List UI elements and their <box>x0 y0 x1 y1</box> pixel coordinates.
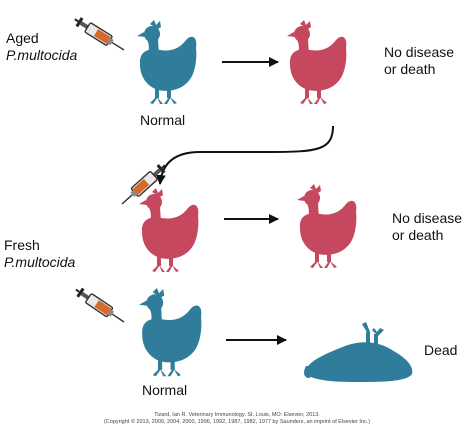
syringe-icon <box>71 284 129 328</box>
aged-label-line1: Aged <box>6 30 39 46</box>
chicken-icon <box>139 288 202 377</box>
aged-label: Aged P.multocida <box>6 30 77 64</box>
outcome-label-dead: Dead <box>424 342 458 358</box>
outcome-label-top-line1: No disease <box>384 44 455 60</box>
normal-label-top: Normal <box>140 112 186 128</box>
fresh-label-line1: Fresh <box>4 237 40 253</box>
syringe-icon <box>70 13 128 56</box>
fresh-label-organism: P.multocida <box>4 254 76 270</box>
normal-label-bottom: Normal <box>142 382 188 398</box>
citation-line2: (Copyright © 2013, 2009, 2004, 2000, 199… <box>103 418 371 425</box>
citation-line1: Tizard, Ian R. Veterinary Immunology. St… <box>154 412 320 418</box>
citation-footer: Tizard, Ian R. Veterinary Immunology. St… <box>0 412 474 425</box>
aged-label-organism: P.multocida <box>6 47 78 63</box>
outcome-label-middle-line2: or death <box>392 227 444 243</box>
dead-chicken-icon <box>304 322 413 382</box>
chicken-icon <box>139 188 199 272</box>
chicken-icon <box>137 20 197 104</box>
outcome-label-middle-line1: No disease <box>392 210 463 226</box>
arrow-icon <box>155 125 334 185</box>
outcome-label-top-line2: or death <box>384 61 436 77</box>
outcome-label-top: No disease or death <box>384 44 454 78</box>
chicken-icon <box>287 20 347 104</box>
chicken-icon <box>297 184 357 268</box>
fresh-label: Fresh P.multocida <box>4 237 75 271</box>
outcome-label-middle: No disease or death <box>392 210 462 244</box>
